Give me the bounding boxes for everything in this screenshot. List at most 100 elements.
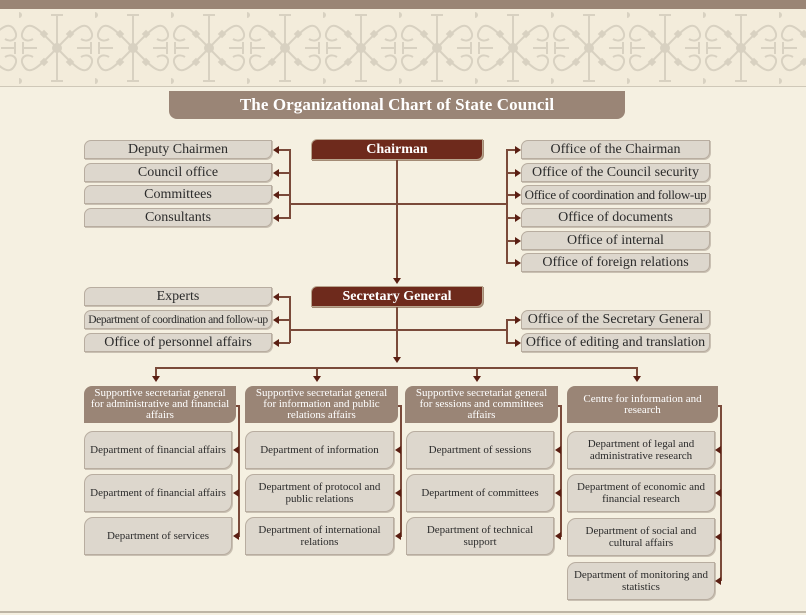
dept-coordination-box: Department of coordination and follow-up: [84, 310, 272, 329]
office-of-council-security-box: Office of the Council security: [521, 163, 710, 182]
column-item: Department of legal and administrative r…: [567, 431, 715, 469]
connector-line: [316, 367, 318, 377]
arrow-down-icon: [152, 376, 160, 382]
column-item: Department of financial affairs: [84, 431, 232, 469]
arrow-right-icon: [515, 339, 521, 347]
arrow-down-icon: [313, 376, 321, 382]
office-editing-translation-box: Office of editing and translation: [521, 333, 710, 352]
column-item: Department of financial affairs: [84, 474, 232, 512]
arrow-left-icon: [715, 489, 721, 497]
arrow-left-icon: [273, 214, 279, 222]
connector-line: [155, 367, 638, 369]
chart-title: The Organizational Chart of State Counci…: [169, 91, 625, 119]
office-of-the-chairman-box: Office of the Chairman: [521, 140, 710, 159]
office-of-documents-box: Office of documents: [521, 208, 710, 227]
connector-line: [506, 319, 508, 343]
arrow-left-icon: [715, 533, 721, 541]
connector-line: [278, 319, 290, 321]
connector-line: [506, 149, 516, 151]
arrow-left-icon: [273, 146, 279, 154]
secretary-general-box: Secretary General: [311, 286, 483, 307]
arrow-left-icon: [233, 489, 239, 497]
arrow-right-icon: [515, 191, 521, 199]
connector-line: [290, 203, 507, 205]
column-item: Department of protocol and public relati…: [245, 474, 394, 512]
connector-line: [278, 172, 290, 174]
connector-line: [506, 262, 516, 264]
connector-line: [238, 405, 240, 537]
connector-line: [506, 172, 516, 174]
connector-line: [278, 149, 290, 151]
arrow-left-icon: [555, 446, 561, 454]
connector-line: [396, 160, 398, 280]
council-office-box: Council office: [84, 163, 272, 182]
column-item: Department of international relations: [245, 517, 394, 555]
connector-line: [278, 342, 290, 344]
connector-line: [278, 217, 290, 219]
arrow-left-icon: [555, 489, 561, 497]
column-item: Department of sessions: [406, 431, 554, 469]
arrow-left-icon: [395, 532, 401, 540]
column-item: Department of technical support: [406, 517, 554, 555]
column-item: Department of services: [84, 517, 232, 555]
bottom-border: [0, 611, 806, 613]
office-of-internal-box: Office of internal: [521, 231, 710, 250]
connector-line: [506, 342, 516, 344]
column-header-info-pr: Supportive secretariat general for infor…: [245, 386, 398, 423]
connector-line: [636, 367, 638, 377]
office-personnel-affairs-box: Office of personnel affairs: [84, 333, 272, 352]
arrow-left-icon: [715, 446, 721, 454]
consultants-box: Consultants: [84, 208, 272, 227]
arrow-right-icon: [515, 214, 521, 222]
arrow-down-icon: [393, 278, 401, 284]
connector-line: [506, 240, 516, 242]
arrow-right-icon: [515, 169, 521, 177]
arrow-left-icon: [233, 446, 239, 454]
arrow-left-icon: [395, 489, 401, 497]
column-header-info-research: Centre for information and research: [567, 386, 718, 423]
connector-line: [400, 405, 402, 537]
arrow-left-icon: [233, 532, 239, 540]
arrow-left-icon: [273, 339, 279, 347]
arrow-down-icon: [393, 357, 401, 363]
connector-line: [720, 405, 722, 581]
arrow-left-icon: [273, 169, 279, 177]
arrow-left-icon: [395, 446, 401, 454]
connector-line: [506, 149, 508, 264]
connector-line: [290, 329, 507, 331]
connector-line: [396, 307, 398, 359]
arrow-down-icon: [473, 376, 481, 382]
connector-line: [506, 319, 516, 321]
connector-line: [560, 405, 562, 537]
column-header-admin-financial: Supportive secretariat general for admin…: [84, 386, 236, 423]
arrow-left-icon: [555, 532, 561, 540]
column-item: Department of information: [245, 431, 394, 469]
connector-line: [155, 367, 157, 377]
arrow-right-icon: [515, 146, 521, 154]
experts-box: Experts: [84, 287, 272, 306]
column-item: Department of economic and financial res…: [567, 474, 715, 512]
connector-line: [278, 296, 290, 298]
connector-line: [278, 194, 290, 196]
chairman-box: Chairman: [311, 139, 483, 160]
column-item: Department of social and cultural affair…: [567, 518, 715, 556]
office-of-coordination-box: Office of coordination and follow-up: [521, 185, 710, 204]
arrow-left-icon: [273, 191, 279, 199]
connector-line: [506, 217, 516, 219]
connector-line: [289, 296, 291, 343]
committees-box: Committees: [84, 185, 272, 204]
ornament-pattern-icon: [0, 9, 806, 86]
deputy-chairmen-box: Deputy Chairmen: [84, 140, 272, 159]
column-item: Department of committees: [406, 474, 554, 512]
connector-line: [476, 367, 478, 377]
arrow-right-icon: [515, 316, 521, 324]
arrow-right-icon: [515, 259, 521, 267]
column-item: Department of monitoring and statistics: [567, 562, 715, 600]
arrow-left-icon: [273, 316, 279, 324]
top-band: [0, 0, 806, 9]
connector-line: [506, 194, 516, 196]
arrow-down-icon: [633, 376, 641, 382]
arrow-left-icon: [715, 577, 721, 585]
arrow-left-icon: [273, 293, 279, 301]
office-of-foreign-relations-box: Office of foreign relations: [521, 253, 710, 272]
